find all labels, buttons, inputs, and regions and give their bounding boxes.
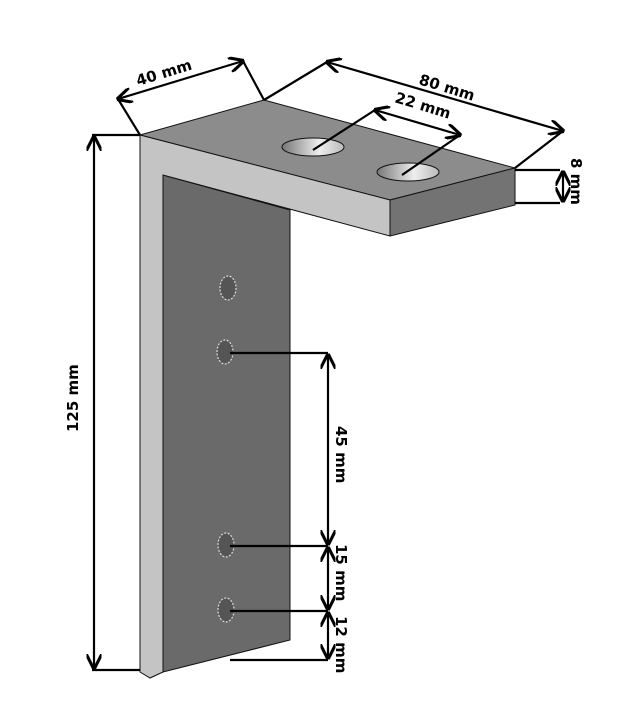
dimension-label-125: 125 mm <box>64 364 82 432</box>
dimension-label-45: 45 mm <box>332 426 350 483</box>
threaded-hole-1 <box>219 275 237 301</box>
vertical-side-face <box>162 174 291 673</box>
slot-hole-1 <box>281 137 345 157</box>
dimension-label-12: 12 mm <box>332 616 350 673</box>
dimension-lines <box>92 61 563 672</box>
dimension-label-8: 8 mm <box>567 158 585 205</box>
front-face <box>139 134 391 679</box>
bracket-body <box>138 99 517 679</box>
dimension-label-15: 15 mm <box>332 544 350 601</box>
